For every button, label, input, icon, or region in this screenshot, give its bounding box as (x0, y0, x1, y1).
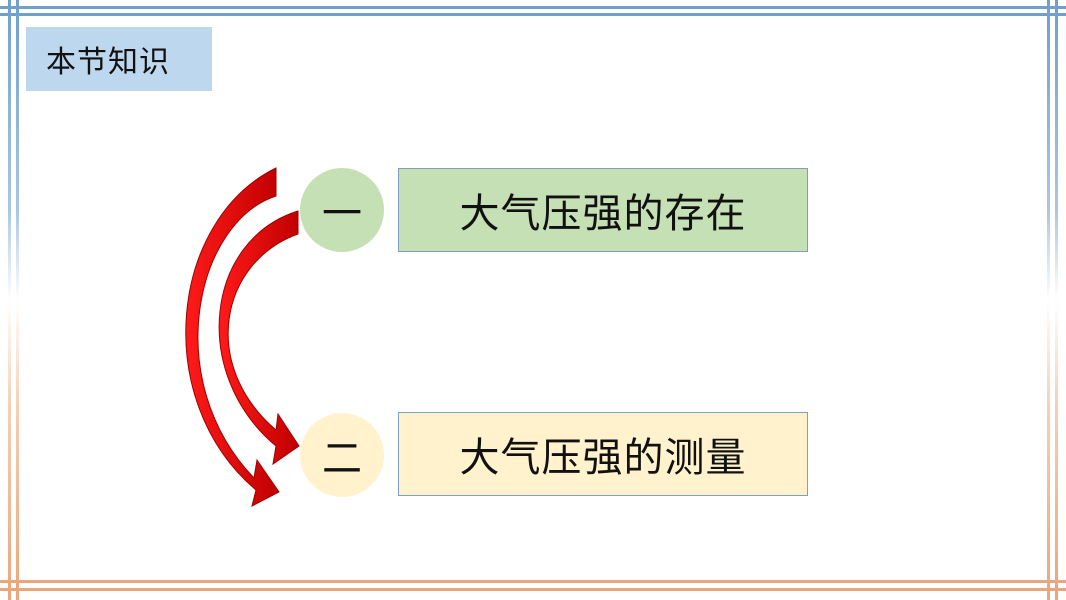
topic-label-2: 大气压强的测量 (459, 435, 747, 481)
section-tag-label: 本节知识 (46, 45, 170, 80)
topic-number-2: 二 (322, 436, 362, 482)
topic-box-1[interactable]: 大气压强的存在 (398, 168, 808, 252)
topic-number-badge-2: 二 (300, 413, 384, 497)
inner-arrow-icon (218, 210, 300, 466)
section-tag: 本节知识 (26, 27, 212, 91)
topic-box-2[interactable]: 大气压强的测量 (398, 412, 808, 496)
topic-number-1: 一 (322, 191, 362, 237)
outer-arrow-icon (185, 167, 280, 507)
topic-label-1: 大气压强的存在 (459, 191, 747, 237)
topic-number-badge-1: 一 (300, 168, 384, 252)
